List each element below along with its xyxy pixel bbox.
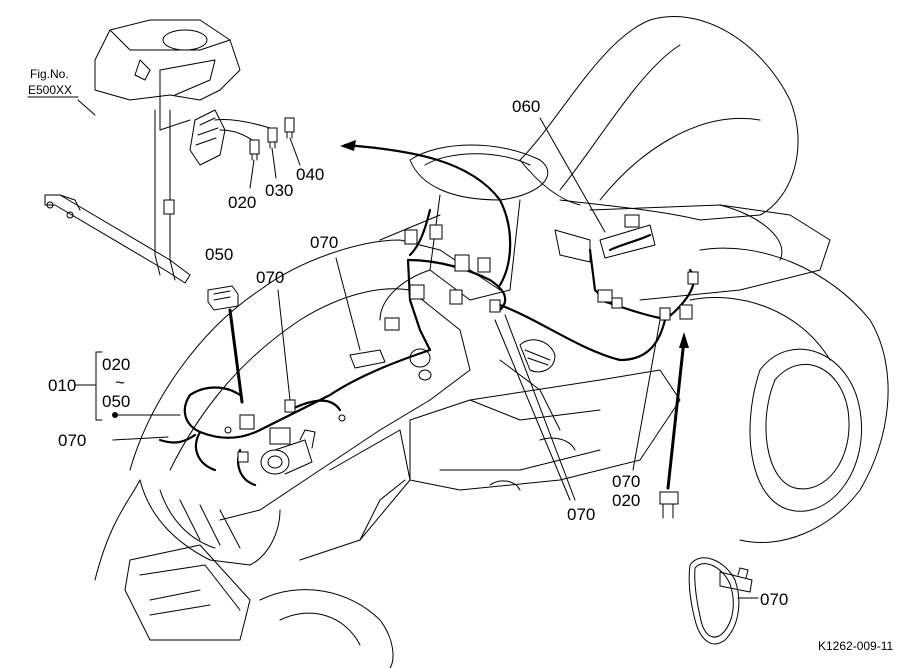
callout-070-left: 070 — [58, 431, 86, 450]
callout-050-connector: 050 — [205, 245, 233, 264]
tractor-body-outline — [94, 16, 889, 668]
callout-030: 030 — [265, 181, 293, 200]
drawing-code: K1262-009-11 — [818, 639, 893, 653]
leader-lines — [27, 96, 759, 599]
connector-050-part — [207, 285, 239, 311]
callout-040: 040 — [296, 165, 324, 184]
fuse-020-right-part — [659, 491, 679, 519]
callout-070-mid: 070 — [256, 268, 284, 287]
fuse-box-detail — [44, 19, 301, 284]
callout-060: 060 — [512, 97, 540, 116]
callout-020-range-start: 020 — [102, 355, 130, 374]
callout-020-fuse: 020 — [228, 193, 256, 212]
cable-band-part — [688, 557, 753, 645]
callout-010: 010 — [48, 376, 76, 395]
starter-motor — [260, 427, 316, 475]
callout-070-band: 070 — [760, 590, 788, 609]
fig-no-value: E500XX — [28, 83, 72, 97]
callout-070-bottom: 070 — [567, 505, 595, 524]
callout-070-upper: 070 — [310, 233, 338, 252]
fig-no-label: Fig.No. — [30, 67, 69, 81]
callout-070-right: 070 — [612, 472, 640, 491]
callout-050-range-end: 050 — [102, 392, 130, 411]
callout-range-tilde: ~ — [115, 373, 125, 392]
harness-components — [224, 214, 699, 475]
callout-020-right: 020 — [612, 491, 640, 510]
callout-labels: Fig.No. E500XX 020 030 040 050 070 070 0… — [28, 67, 893, 653]
